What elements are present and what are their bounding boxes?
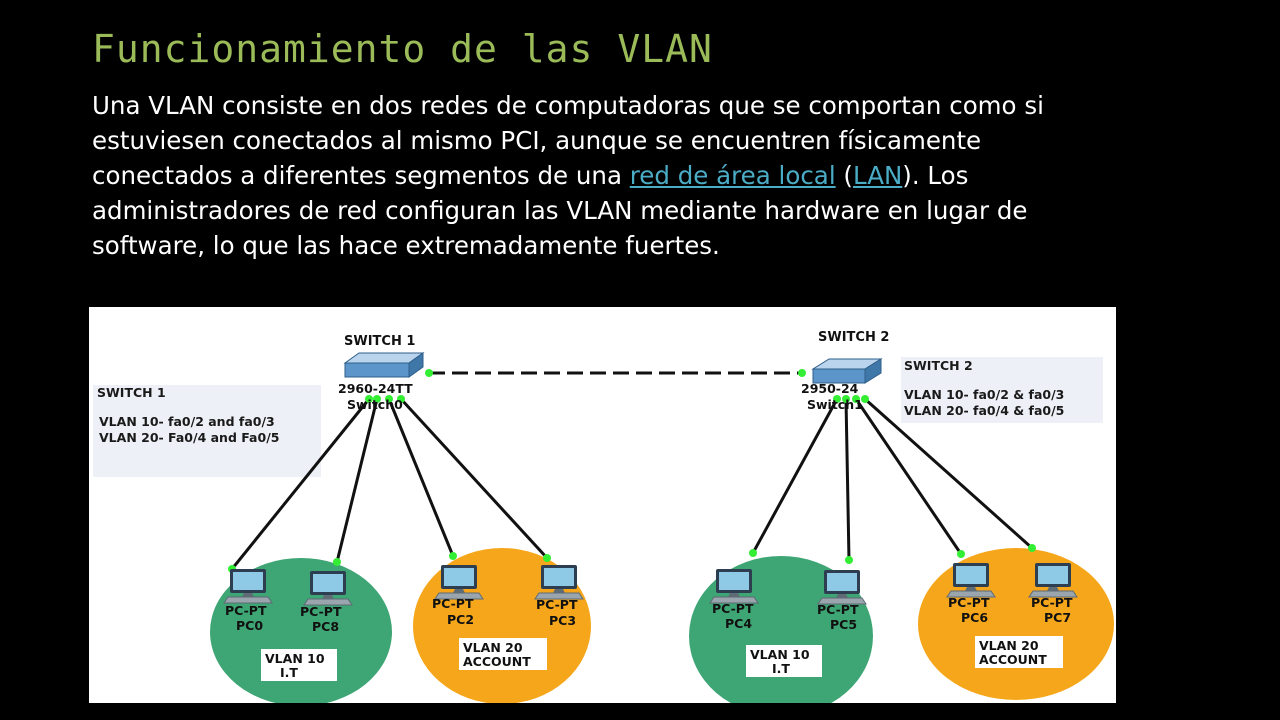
switch2-model: 2950-24 — [801, 381, 859, 396]
group1-vlan: VLAN 10 — [265, 651, 325, 666]
note1-title: SWITCH 1 — [97, 385, 166, 400]
body-text-part1: Una VLAN consiste en dos redes de comput… — [92, 91, 1044, 190]
pc-icon[interactable] — [303, 570, 353, 606]
vlan-label-box-3 — [746, 645, 822, 677]
switch-icon[interactable] — [811, 358, 883, 384]
pc8-name: PC8 — [312, 619, 339, 634]
link-red-de-area-local[interactable]: red de área local — [629, 161, 836, 190]
note1-line1: VLAN 10- fa0/2 and fa0/3 — [99, 414, 275, 429]
note1-line2: VLAN 20- Fa0/4 and Fa0/5 — [99, 430, 279, 445]
vlan-label-box-1 — [261, 649, 337, 681]
group4-dept: ACCOUNT — [979, 652, 1047, 667]
pc-icon[interactable] — [434, 564, 484, 600]
switch1-hostname: Switch0 — [347, 397, 403, 412]
pc8-type: PC-PT — [300, 604, 342, 619]
group4-vlan: VLAN 20 — [979, 638, 1039, 653]
links-switch2 — [751, 397, 1033, 561]
vlan-label-box-4 — [975, 636, 1063, 668]
vlan-label-box-2 — [459, 638, 547, 670]
pc4-type: PC-PT — [712, 601, 754, 616]
switch2-hostname: Switch1 — [807, 397, 863, 412]
body-text-part3: ). Los administradores de red configuran… — [92, 161, 1028, 260]
group3-dept: I.T — [772, 661, 790, 676]
switch1-label: SWITCH 1 — [344, 334, 415, 349]
pc7-name: PC7 — [1044, 610, 1071, 625]
switch2-label: SWITCH 2 — [818, 330, 889, 345]
switch1-model: 2960-24TT — [338, 381, 413, 396]
pc6-name: PC6 — [961, 610, 988, 625]
pc6-type: PC-PT — [948, 595, 990, 610]
group2-vlan: VLAN 20 — [463, 640, 523, 655]
group1-dept: I.T — [280, 665, 298, 680]
switch-icon[interactable] — [343, 352, 425, 378]
vlan-group-circle-4 — [918, 548, 1114, 700]
pc5-type: PC-PT — [817, 602, 859, 617]
pc3-name: PC3 — [549, 613, 576, 628]
group2-dept: ACCOUNT — [463, 654, 531, 669]
links-switch1 — [230, 397, 549, 570]
pc-icon[interactable] — [534, 564, 584, 600]
note2-line2: VLAN 20- fa0/4 & fa0/5 — [904, 403, 1064, 418]
pc4-name: PC4 — [725, 616, 752, 631]
note-box-switch2 — [901, 357, 1103, 423]
pc-icon[interactable] — [223, 568, 273, 604]
slide-body: Una VLAN consiste en dos redes de comput… — [92, 88, 1052, 263]
pc2-name: PC2 — [447, 612, 474, 627]
port-indicators — [228, 369, 1036, 573]
pc7-type: PC-PT — [1031, 595, 1073, 610]
vlan-group-circle-1 — [210, 558, 392, 703]
group3-vlan: VLAN 10 — [750, 647, 810, 662]
note-box-switch1 — [93, 385, 321, 477]
body-text-part2: ( — [835, 161, 853, 190]
pc-icon[interactable] — [817, 569, 867, 605]
slide-title: Funcionamiento de las VLAN — [92, 27, 713, 71]
pc-icon[interactable] — [709, 568, 759, 604]
pc5-name: PC5 — [830, 617, 857, 632]
pc2-type: PC-PT — [432, 596, 474, 611]
link-lan[interactable]: LAN — [852, 161, 903, 190]
pc-icon[interactable] — [1028, 562, 1078, 598]
pc-icon[interactable] — [946, 562, 996, 598]
note2-line1: VLAN 10- fa0/2 & fa0/3 — [904, 387, 1064, 402]
pc0-name: PC0 — [236, 618, 263, 633]
note2-title: SWITCH 2 — [904, 358, 973, 373]
network-diagram: SWITCH 1 2960-24TT Switch0 SWITCH 2 2950… — [89, 307, 1116, 703]
pc0-type: PC-PT — [225, 603, 267, 618]
pc3-type: PC-PT — [536, 597, 578, 612]
